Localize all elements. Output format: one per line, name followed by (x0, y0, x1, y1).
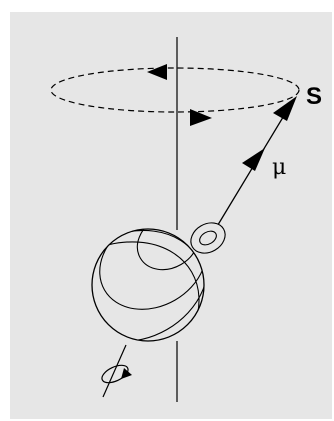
spin-label: S (306, 83, 322, 110)
precession-orbit (50, 67, 300, 113)
background-panel (10, 12, 332, 419)
orbit-arrow-front (190, 109, 212, 126)
spin-axis-lower (102, 344, 127, 398)
spin-vector (209, 103, 292, 239)
spin-vector-arrowhead (273, 96, 297, 121)
circular-arrow-icon (101, 364, 132, 384)
orbit-arrow-back (147, 64, 167, 80)
moment-label: μ (272, 155, 286, 180)
moment-arrowhead (242, 148, 265, 171)
